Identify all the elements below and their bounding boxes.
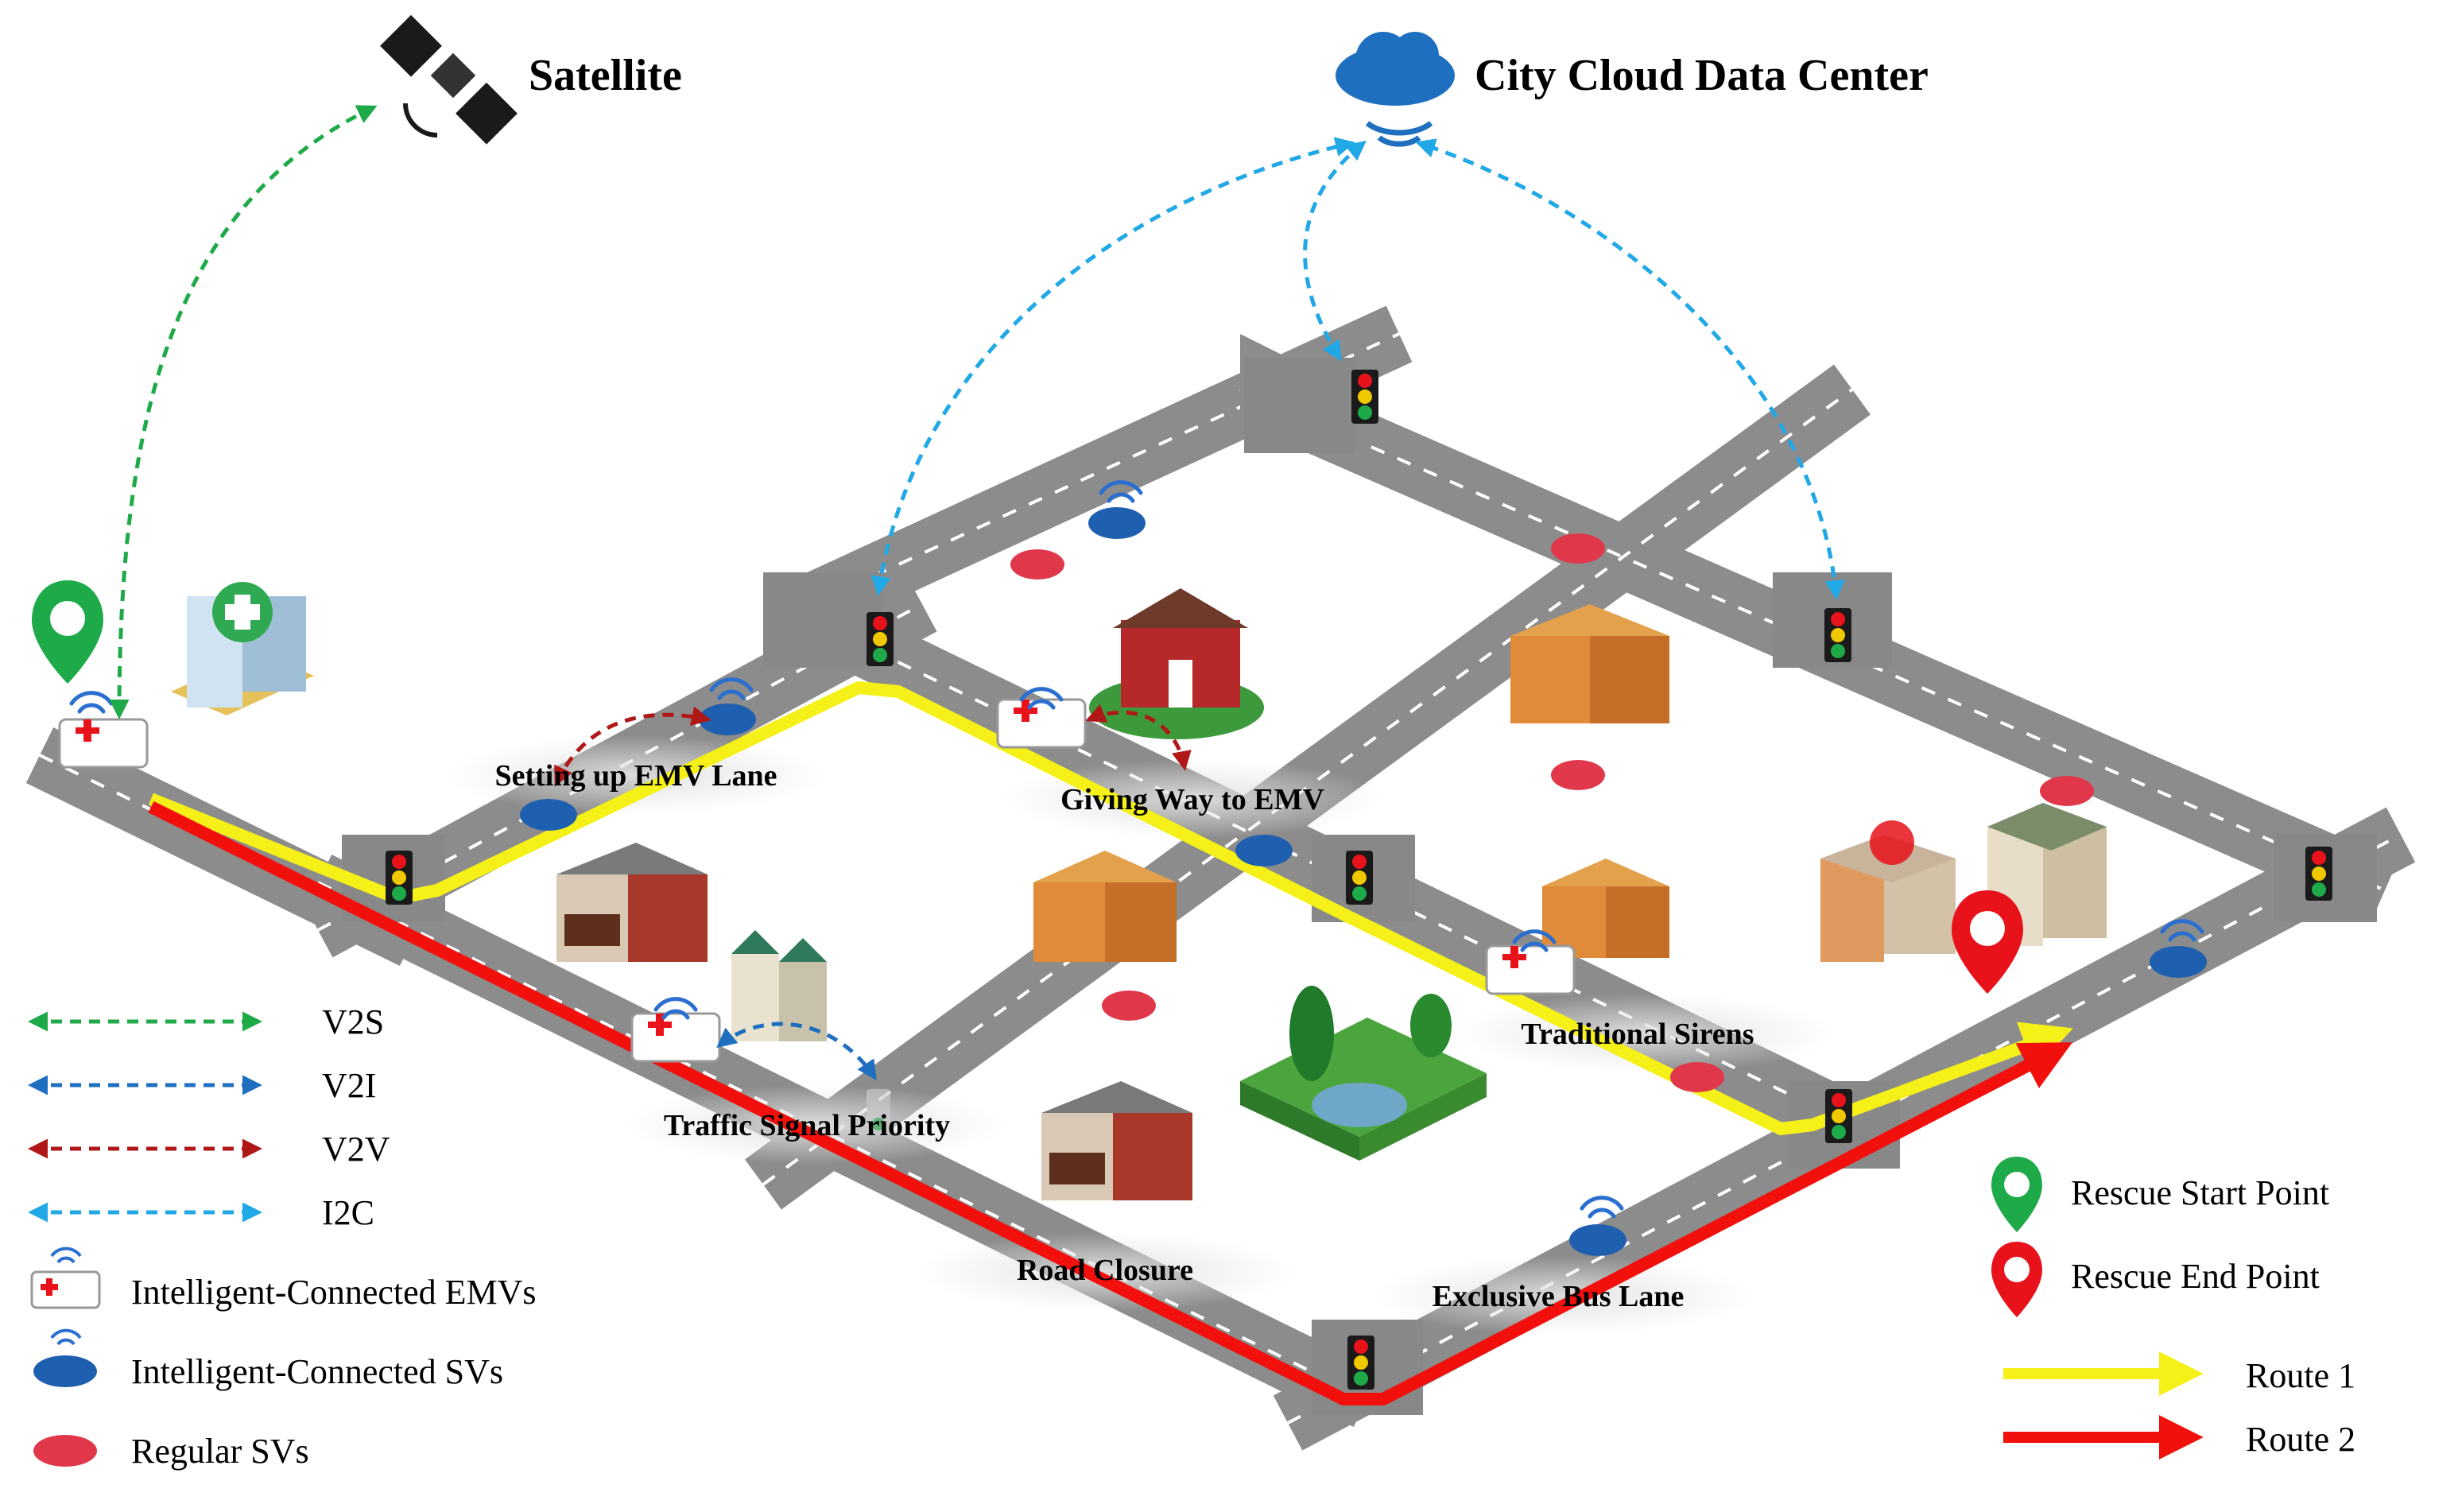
legend-v2v-label: V2V	[322, 1130, 390, 1169]
legend-v2s-label: V2S	[322, 1002, 384, 1041]
connected-car-icon	[1569, 1224, 1626, 1256]
traffic-light-icon	[867, 1089, 890, 1135]
wifi-icon	[653, 997, 698, 1020]
red-pin-icon	[1952, 890, 2023, 994]
wifi-icon	[69, 691, 114, 714]
annotation-giving-way: Giving Way to EMV	[1060, 783, 1324, 816]
v2v-link	[554, 706, 711, 787]
wifi-icon	[1019, 687, 1064, 710]
legend-v2i-label: V2I	[322, 1066, 376, 1105]
regular-car-icon	[1010, 549, 1064, 580]
legend-end-label: Rescue End Point	[2071, 1257, 2320, 1296]
annotation-emv-lane: Setting up EMV Lane	[494, 759, 777, 793]
wifi-icon	[1580, 1196, 1624, 1219]
traffic-light-icon	[1351, 370, 1378, 424]
regular-car-icon	[1102, 991, 1156, 1021]
traffic-lights	[386, 370, 2332, 1390]
legend-regular-sv-label: Regular SVs	[131, 1432, 309, 1471]
shop-icon	[1041, 1081, 1192, 1200]
legend-route2-label: Route 2	[2246, 1420, 2355, 1459]
regular-car-icon	[1551, 533, 1605, 564]
communication-links	[109, 105, 1845, 1081]
legend-start-label: Rescue Start Point	[2071, 1173, 2329, 1212]
connected-car-icon	[2150, 946, 2207, 978]
ambulance-icon	[58, 718, 149, 769]
buildings	[171, 582, 2107, 1200]
shop-icon	[556, 843, 708, 962]
apartment-building-icon	[1987, 803, 2107, 946]
connected-car-icon	[699, 704, 756, 735]
i2c-link	[870, 137, 1355, 596]
scene-annotations: Setting up EMV Lane Giving Way to EMV Tr…	[494, 759, 1754, 1313]
cloud-icon	[1336, 32, 1455, 147]
cloud-label: City Cloud Data Center	[1475, 51, 1929, 100]
traffic-light-icon	[386, 851, 413, 905]
red-car-icon	[33, 1435, 97, 1467]
ambulance-icon	[1485, 944, 1576, 995]
ambulance-icon	[630, 1012, 721, 1063]
i2c-link	[1303, 140, 1367, 362]
annotation-road-closure: Road Closure	[1017, 1254, 1193, 1287]
ambulance-icon	[996, 698, 1087, 749]
traffic-light-icon	[1825, 1089, 1852, 1143]
legend-route1-label: Route 1	[2246, 1356, 2355, 1395]
legend-green-pin-icon	[1991, 1157, 2042, 1232]
regular-car-icon	[1670, 1062, 1724, 1092]
connected-car-icon	[1235, 835, 1293, 866]
v2i-link	[716, 1022, 877, 1081]
wifi-icon	[2160, 919, 2204, 942]
apartment-building-icon	[1542, 859, 1669, 958]
green-pin-icon	[32, 580, 103, 684]
legend-left: V2S V2I V2V I2C Intelligent-Connected EM…	[28, 1002, 537, 1471]
traffic-light-icon	[1346, 851, 1373, 905]
traffic-light-icon	[1347, 1336, 1374, 1390]
legend-red-pin-icon	[1991, 1242, 2042, 1317]
satellite-icon	[380, 14, 518, 145]
legend-right: Rescue Start Point Rescue End Point Rout…	[1991, 1157, 2355, 1460]
annotation-halos	[445, 735, 1836, 1336]
traffic-light-icon	[2305, 847, 2332, 901]
wifi-icon	[1512, 929, 1557, 952]
ambulance-wifi-icon	[30, 1246, 101, 1309]
v2v-link	[1085, 704, 1192, 771]
hospital-alarm-building-icon	[1820, 820, 1956, 962]
wifi-icon	[709, 677, 754, 700]
traffic-light-icon	[867, 612, 894, 666]
regular-car-icon	[2040, 776, 2094, 806]
annotation-bus-lane: Exclusive Bus Lane	[1433, 1280, 1685, 1313]
legend-emv-label: Intelligent-Connected EMVs	[131, 1273, 537, 1312]
legend-connected-sv-label: Intelligent-Connected SVs	[131, 1352, 503, 1391]
route-2-path	[148, 801, 2073, 1405]
connected-car-icon	[520, 799, 577, 831]
i2c-link	[1415, 138, 1845, 600]
connected-car-icon	[1088, 507, 1146, 539]
annotation-sirens: Traditional Sirens	[1521, 1018, 1754, 1051]
satellite-label: Satellite	[529, 51, 682, 100]
park-icon	[1240, 986, 1487, 1161]
annotation-signal-priority: Traffic Signal Priority	[664, 1109, 950, 1142]
blue-car-wifi-icon	[33, 1328, 97, 1387]
barn-icon	[1089, 588, 1264, 739]
traffic-light-icon	[1824, 608, 1851, 662]
regular-car-icon	[1551, 760, 1605, 790]
apartment-building-icon	[1510, 604, 1669, 723]
apartment-building-icon	[1033, 851, 1177, 962]
legend-i2c-label: I2C	[322, 1193, 374, 1232]
hospital-icon	[171, 582, 314, 715]
